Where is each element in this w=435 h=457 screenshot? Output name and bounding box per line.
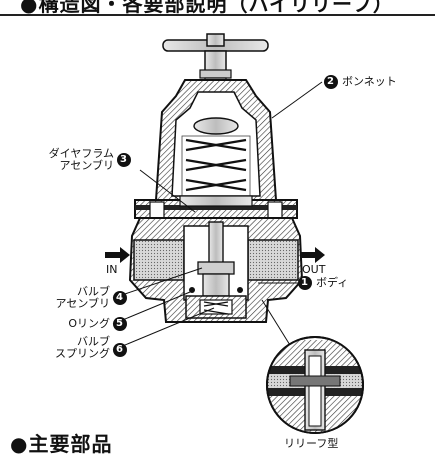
diaphragm-assembly bbox=[134, 195, 298, 219]
outlet-label: OUT bbox=[302, 263, 326, 276]
spring-label-line1: バルブ bbox=[77, 335, 110, 348]
diaphragm-number: 3 bbox=[120, 154, 127, 165]
bonnet-label: ボンネット bbox=[342, 75, 397, 88]
diaphragm-label-line1: ダイヤフラム bbox=[48, 147, 114, 160]
bonnet-number: 2 bbox=[327, 76, 334, 87]
body-label: ボディ bbox=[316, 276, 349, 289]
diaphragm-label-line2: アセンブリ bbox=[59, 159, 114, 172]
title-band: ●構造図・各要部説明（ハイリリーフ） bbox=[0, 0, 435, 16]
flow-arrows bbox=[105, 247, 325, 263]
callout-circles bbox=[113, 75, 338, 357]
relief-type-label: リリーフ型 bbox=[284, 437, 339, 450]
oring-label: Oリング bbox=[68, 317, 110, 330]
valve-label-line1: バルブ bbox=[77, 285, 110, 298]
bonnet-shell bbox=[154, 79, 278, 201]
spring-number: 6 bbox=[116, 344, 123, 355]
body-number: 1 bbox=[301, 277, 308, 288]
section-title: ●構造図・各要部説明（ハイリリーフ） bbox=[20, 0, 394, 16]
spring-label-line2: スプリング bbox=[55, 347, 110, 360]
valve-label-line2: アセンブリ bbox=[55, 297, 110, 310]
relief-detail bbox=[266, 336, 364, 434]
oring-number: 5 bbox=[116, 318, 123, 329]
main-parts-heading: ●主要部品 bbox=[10, 432, 113, 456]
body bbox=[128, 217, 304, 323]
valve-number: 4 bbox=[116, 292, 123, 303]
inlet-label: IN bbox=[106, 263, 118, 276]
title-underline bbox=[0, 14, 435, 16]
